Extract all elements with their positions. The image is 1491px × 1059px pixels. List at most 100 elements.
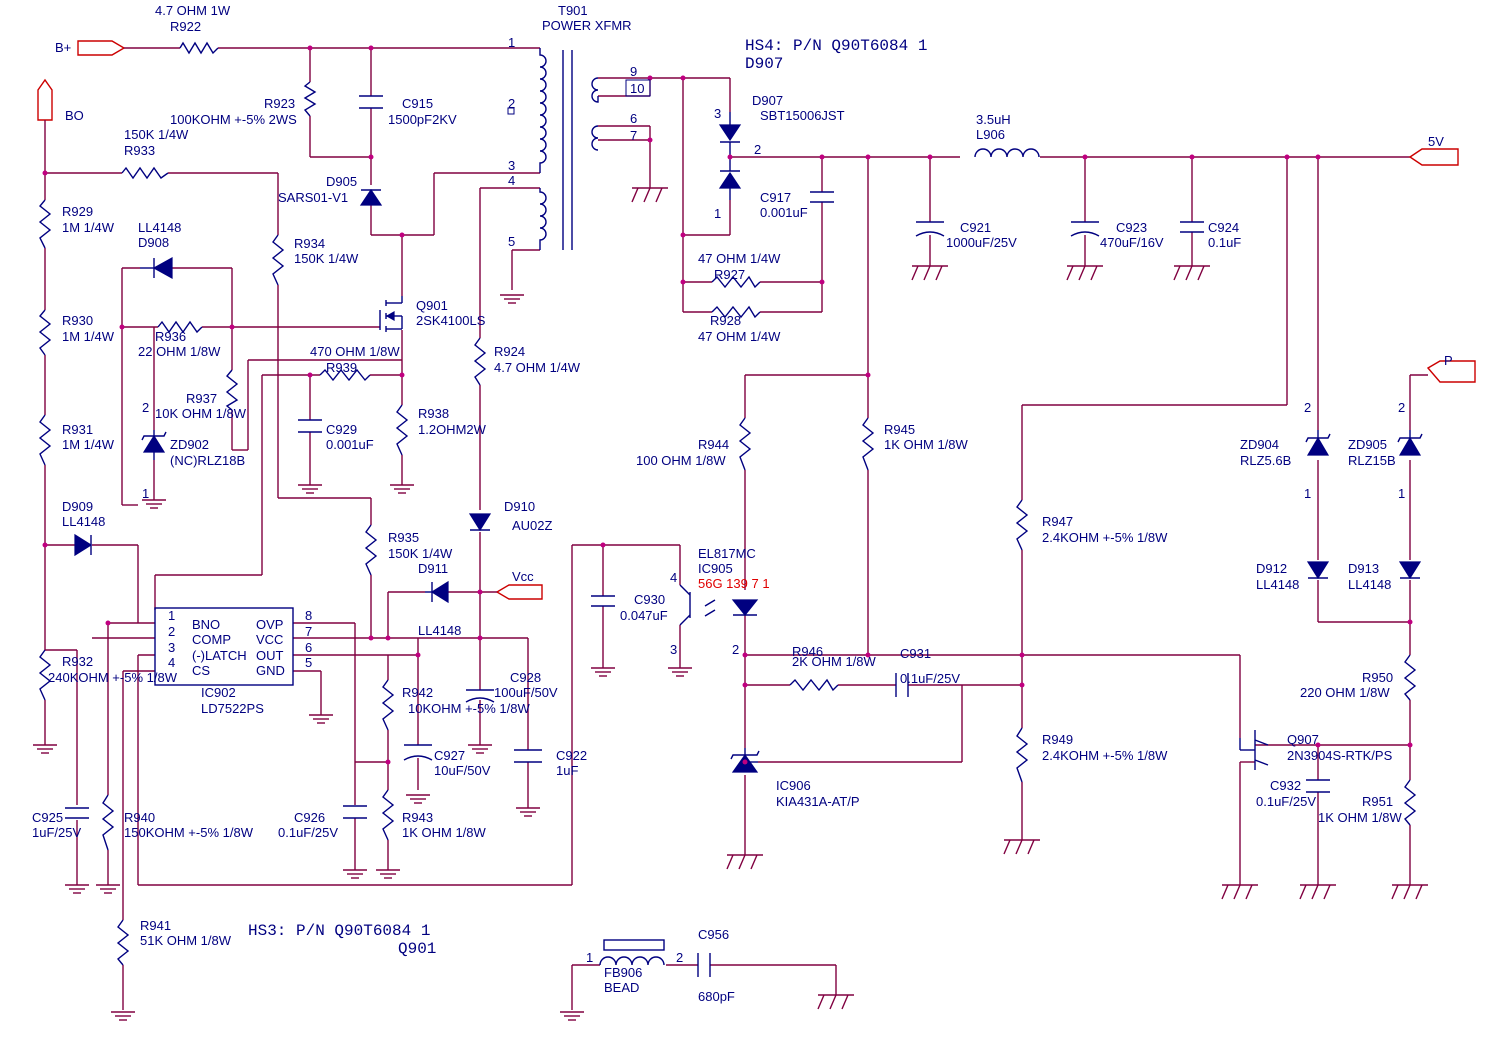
- c930-ref: C930: [634, 592, 665, 607]
- l906-val: 3.5uH: [976, 112, 1011, 127]
- r944-ref: R944: [698, 437, 729, 452]
- d912-ref: D912: [1256, 561, 1287, 576]
- r931-ref: R931: [62, 422, 93, 437]
- r934-ref: R934: [294, 236, 325, 251]
- zd904-symbol: [1306, 436, 1330, 456]
- r941-val: 51K OHM 1/8W: [140, 933, 232, 948]
- fb906-coil: [599, 956, 665, 966]
- r938-symbol: [395, 404, 409, 456]
- d907-bottom-symbol: [718, 171, 742, 189]
- d910-ref: D910: [504, 499, 535, 514]
- zd904-pin1: 1: [1304, 486, 1311, 501]
- v5-label: 5V: [1428, 134, 1444, 149]
- d905-symbol: [359, 188, 383, 206]
- d907-pin3: 3: [714, 106, 721, 121]
- p-port: [1426, 360, 1476, 383]
- ic905-val: EL817MC: [698, 546, 756, 561]
- t901-name: POWER XFMR: [542, 18, 632, 33]
- r922-val: 4.7 OHM 1W: [155, 3, 231, 18]
- c917-ref: C917: [760, 190, 791, 205]
- bo-port: [37, 78, 53, 121]
- r935-symbol: [364, 524, 378, 576]
- r944-symbol: [738, 417, 752, 471]
- ic902-latch: (-)LATCH: [192, 648, 247, 663]
- hs3-part: Q901: [398, 940, 436, 958]
- r928-symbol: [711, 305, 761, 319]
- c925-val: 1uF/25V: [32, 825, 81, 840]
- c932-ref: C932: [1270, 778, 1301, 793]
- ic905-ref: IC905: [698, 561, 733, 576]
- fb906-ref: FB906: [604, 965, 642, 980]
- r946-val: 2K OHM 1/8W: [792, 654, 877, 669]
- r923-val: 100KOHM +-5% 2WS: [170, 112, 297, 127]
- r922-ref: R922: [170, 19, 201, 34]
- labels: HS4: P/N Q90T6084 1 D907 HS3: P/N Q90T60…: [32, 3, 1453, 1004]
- c922-ref: C922: [556, 748, 587, 763]
- r937-symbol: [225, 369, 239, 411]
- c925-ref: C925: [32, 810, 63, 825]
- t901-pin7: 7: [630, 128, 637, 143]
- c923-ref: C923: [1116, 220, 1147, 235]
- d905-val: SARS01-V1: [278, 190, 348, 205]
- r927-symbol: [711, 275, 761, 289]
- d908-symbol: [152, 256, 173, 280]
- t901-symbol: [507, 48, 599, 250]
- ic902-ref: IC902: [201, 685, 236, 700]
- d905-ref: D905: [326, 174, 357, 189]
- c956-ref: C956: [698, 927, 729, 942]
- t901-pin4: 4: [508, 173, 515, 188]
- d909-val: LL4148: [62, 514, 105, 529]
- r951-symbol: [1403, 779, 1417, 826]
- r924-ref: R924: [494, 344, 525, 359]
- r938-val: 1.2OHM2W: [418, 422, 487, 437]
- zd904-val: RLZ5.6B: [1240, 453, 1291, 468]
- ic902-body: [154, 607, 294, 686]
- r933-symbol: [121, 166, 169, 180]
- c923-val: 470uF/16V: [1100, 235, 1164, 250]
- c956-val: 680pF: [698, 989, 735, 1004]
- ic902-pin3: 3: [168, 640, 175, 655]
- secondary-wires: [571, 77, 1476, 1010]
- ic905-led: [731, 599, 759, 616]
- c921-val: 1000uF/25V: [946, 235, 1017, 250]
- junction-dots: [42, 45, 1413, 765]
- r942-val: 10KOHM +-5% 1/8W: [408, 701, 530, 716]
- d912-val: LL4148: [1256, 577, 1299, 592]
- d910-symbol: [468, 513, 492, 532]
- ic902-comp: COMP: [192, 632, 231, 647]
- r943-val: 1K OHM 1/8W: [402, 825, 487, 840]
- c928-ref: C928: [510, 670, 541, 685]
- r951-ref: R951: [1362, 794, 1393, 809]
- r932-ref: R932: [62, 654, 93, 669]
- fb906-val: BEAD: [604, 980, 639, 995]
- c927-ref: C927: [434, 748, 465, 763]
- p-label: P: [1444, 353, 1453, 368]
- d911-symbol: [430, 580, 449, 604]
- r946-symbol: [789, 678, 839, 692]
- r943-symbol: [381, 789, 395, 841]
- ic905-pin3: 3: [670, 642, 677, 657]
- d911-ref: D911: [418, 561, 448, 576]
- r945-val: 1K OHM 1/8W: [884, 437, 969, 452]
- ic902-pin5: 5: [305, 655, 312, 670]
- r939-symbol: [319, 368, 371, 382]
- l906-ref: L906: [976, 127, 1005, 142]
- t901-pin9: 9: [630, 64, 637, 79]
- ic902-vcc: VCC: [256, 632, 283, 647]
- zd902-val: (NC)RLZ18B: [170, 453, 245, 468]
- zd905-pin1: 1: [1398, 486, 1405, 501]
- c917-val: 0.001uF: [760, 205, 808, 220]
- c931-ref: C931: [900, 646, 931, 661]
- hs3-pn: HS3: P/N Q90T6084 1: [248, 922, 430, 940]
- r935-ref: R935: [388, 530, 419, 545]
- t901-pin10: 10: [630, 81, 644, 96]
- r923-ref: R923: [264, 96, 295, 111]
- zd902-symbol: [142, 434, 166, 453]
- fb906-pin1: 1: [586, 950, 593, 965]
- r928-val: 47 OHM 1/4W: [698, 329, 781, 344]
- ic905-pin2: 2: [732, 642, 739, 657]
- ic902-pin4: 4: [168, 655, 175, 670]
- d911-val: LL4148: [418, 623, 461, 638]
- vcc-label: Vcc: [512, 569, 534, 584]
- r933-val: 150K 1/4W: [124, 127, 189, 142]
